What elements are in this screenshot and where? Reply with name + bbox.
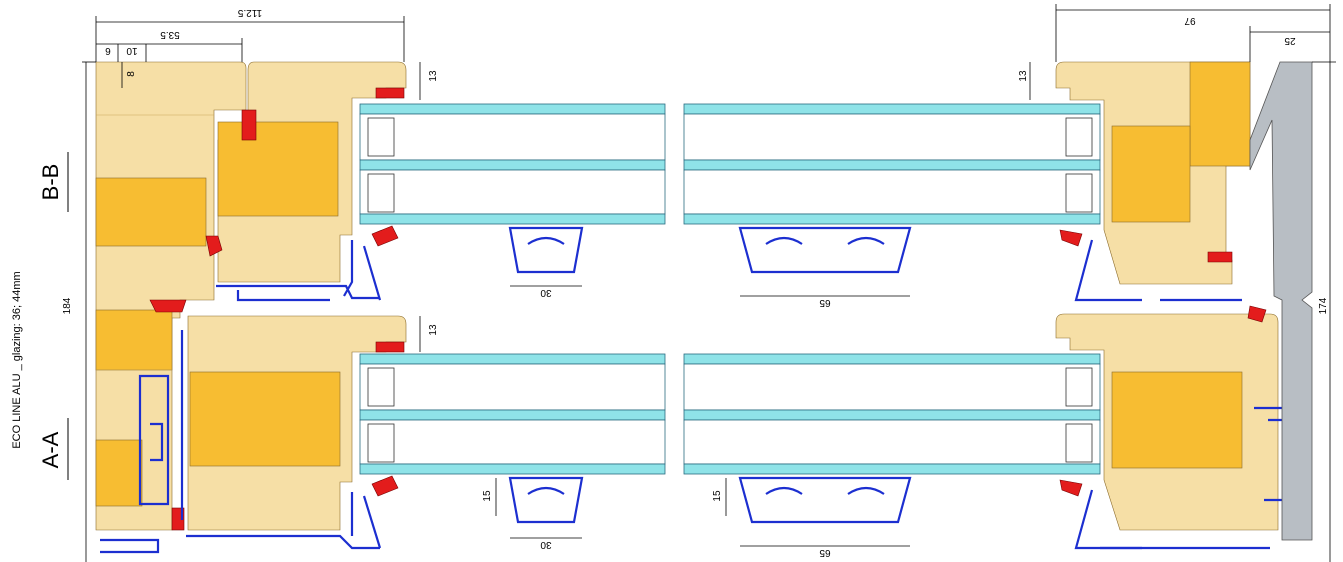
dim-25: 25: [1284, 35, 1296, 46]
dim-112-5: 112.5: [237, 7, 262, 18]
dim-65-bottom: 65: [819, 547, 831, 558]
dimension-lines: [82, 4, 1336, 562]
section-label-a-a: A-A: [38, 431, 63, 468]
bottom-glazing-unit: [359, 353, 1101, 475]
dim-15-right: 15: [712, 490, 723, 502]
top-right-sash: [1055, 61, 1251, 302]
dim-184: 184: [62, 297, 73, 314]
dim-53-5: 53.5: [160, 29, 180, 40]
drawing-caption: ECO LINE ALU _ glazing: 36; 44mm: [11, 271, 23, 448]
top-left-sash: [205, 61, 407, 283]
section-label-b-b: B-B: [38, 164, 63, 201]
section-labels: B-B A-A ECO LINE ALU _ glazing: 36; 44mm: [11, 152, 69, 480]
dim-13-top-left: 13: [428, 70, 439, 82]
left-aluminium-cladding: [100, 240, 380, 554]
dim-13-bottom-left: 13: [428, 324, 439, 336]
dim-30-bottom: 30: [540, 539, 552, 550]
bottom-right-sash: [1055, 313, 1302, 550]
dim-8: 8: [126, 71, 137, 77]
dim-15-left: 15: [482, 490, 493, 502]
dim-6: 6: [105, 45, 111, 56]
dim-97: 97: [1184, 15, 1196, 26]
dim-65-top: 65: [819, 297, 831, 308]
left-frame: [95, 61, 247, 531]
right-aluminium-cap: [1247, 61, 1313, 541]
dim-13-top-right: 13: [1018, 70, 1029, 82]
dim-174: 174: [1318, 297, 1329, 314]
dimension-labels: 112.5 53.5 6 10 8 97 25 13 13 13 30 65 3…: [62, 7, 1329, 558]
top-glazing-unit: [359, 103, 1101, 225]
dim-10: 10: [126, 45, 138, 56]
dim-30-top: 30: [540, 287, 552, 298]
